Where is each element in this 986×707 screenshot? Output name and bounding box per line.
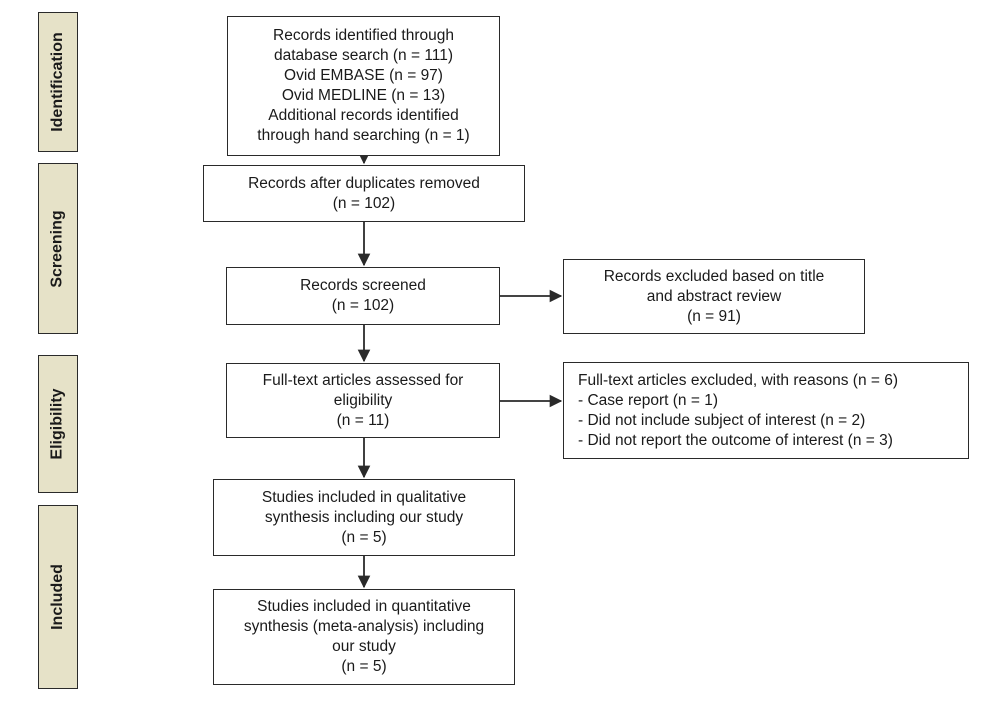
identified-line-1: Records identified through [273, 27, 454, 44]
fulltext-excluded-line-1: Full-text articles excluded, with reason… [578, 371, 899, 389]
duplicates-line-1: Records after duplicates removed [248, 174, 480, 192]
identified-line-2: database search (n = 111) [273, 47, 454, 64]
identified-line-5: Additional records identified [268, 107, 459, 124]
box-records-screened: Records screened (n = 102) [226, 267, 500, 325]
fulltext-line-2: eligibility [333, 391, 393, 409]
excluded-title-line-3: (n = 91) [687, 307, 741, 325]
qualitative-line-3: (n = 5) [341, 528, 387, 546]
box-records-identified: Records identified through database sear… [227, 16, 500, 156]
box-records-excluded: Records excluded based on title and abst… [563, 259, 865, 334]
fulltext-excluded-line-2: - Case report (n = 1) [578, 391, 718, 409]
box-quantitative-synthesis: Studies included in quantitative synthes… [213, 589, 515, 685]
stage-included: Included [38, 505, 78, 689]
fulltext-line-1: Full-text articles assessed for [262, 371, 464, 389]
screened-line-2: (n = 102) [331, 297, 395, 314]
stage-identification: Identification [38, 12, 78, 152]
excluded-title-line-1: Records excluded based on title [603, 267, 825, 285]
duplicates-line-2: (n = 102) [332, 194, 396, 212]
box-after-duplicates: Records after duplicates removed (n = 10… [203, 165, 525, 222]
fulltext-excluded-line-4: - Did not report the outcome of interest… [578, 431, 893, 449]
quantitative-line-4: (n = 5) [341, 658, 387, 675]
fulltext-line-3: (n = 11) [336, 411, 390, 429]
fulltext-excluded-line-3: - Did not include subject of interest (n… [578, 411, 866, 429]
excluded-title-line-2: and abstract review [646, 287, 782, 305]
identified-line-6: through hand searching (n = 1) [257, 127, 470, 144]
box-fulltext-assessed: Full-text articles assessed for eligibil… [226, 363, 500, 438]
box-qualitative-synthesis: Studies included in qualitative synthesi… [213, 479, 515, 556]
quantitative-line-1: Studies included in quantitative [257, 598, 471, 615]
qualitative-line-2: synthesis including our study [264, 508, 464, 526]
stage-eligibility: Eligibility [38, 355, 78, 493]
quantitative-line-2: synthesis (meta-analysis) including [243, 618, 485, 635]
stage-screening: Screening [38, 163, 78, 334]
quantitative-line-3: our study [332, 638, 396, 655]
qualitative-line-1: Studies included in qualitative [261, 488, 467, 506]
screened-line-1: Records screened [300, 277, 426, 294]
identified-line-4: Ovid MEDLINE (n = 13) [281, 87, 446, 104]
identified-line-3: Ovid EMBASE (n = 97) [284, 67, 443, 84]
box-fulltext-excluded: Full-text articles excluded, with reason… [563, 362, 969, 459]
